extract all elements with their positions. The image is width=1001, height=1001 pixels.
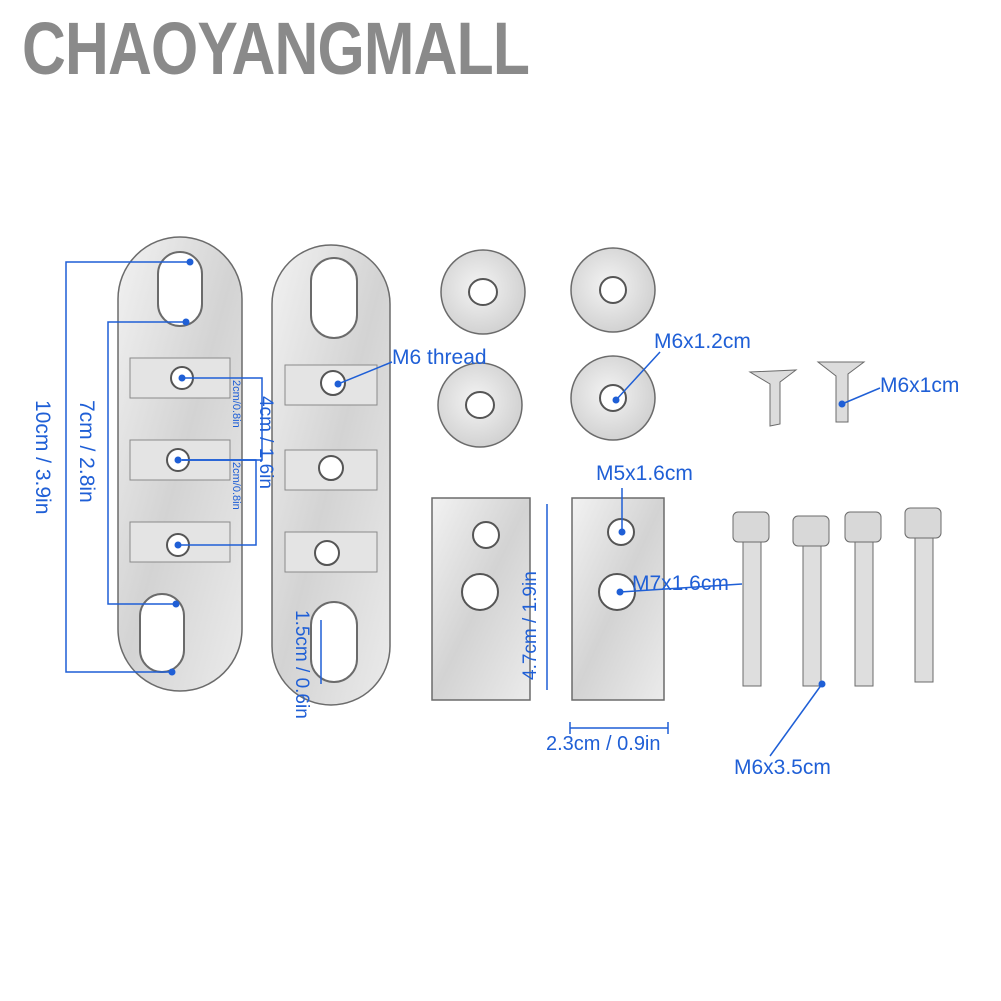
m7x16-label: M7x1.6cm xyxy=(632,572,729,595)
short-screws xyxy=(748,361,866,427)
brand-watermark: CHAOYANGMALL xyxy=(22,7,530,90)
m6-thread-label: M6 thread xyxy=(392,346,487,369)
dim-2cm-label-b: 2cm/0.8in xyxy=(230,462,242,510)
mounting-bracket-left xyxy=(117,236,243,692)
long-bolts xyxy=(732,507,942,687)
dim-47cm-label: 4.7cm / 1.9in xyxy=(520,571,541,680)
m6x1-label: M6x1cm xyxy=(880,374,959,397)
dim-4cm-label: 4cm / 1.6in xyxy=(255,396,276,489)
dim-23cm-label: 2.3cm / 0.9in xyxy=(546,733,661,755)
m6x12-label: M6x1.2cm xyxy=(654,330,751,353)
spacer-rings xyxy=(437,247,656,448)
t-nut-plates xyxy=(431,497,665,701)
mounting-bracket-right xyxy=(271,244,391,706)
dim-10cm-label: 10cm / 3.9in xyxy=(31,400,54,514)
dimension-lines xyxy=(65,261,881,757)
m5x16-label: M5x1.6cm xyxy=(596,462,693,485)
dim-7cm-label: 7cm / 2.8in xyxy=(75,400,98,503)
dim-15cm-label: 1.5cm / 0.6in xyxy=(291,610,312,719)
m6x35-label: M6x3.5cm xyxy=(734,756,831,779)
dimension-dots xyxy=(168,258,846,688)
dim-2cm-label-a: 2cm/0.8in xyxy=(230,380,242,428)
